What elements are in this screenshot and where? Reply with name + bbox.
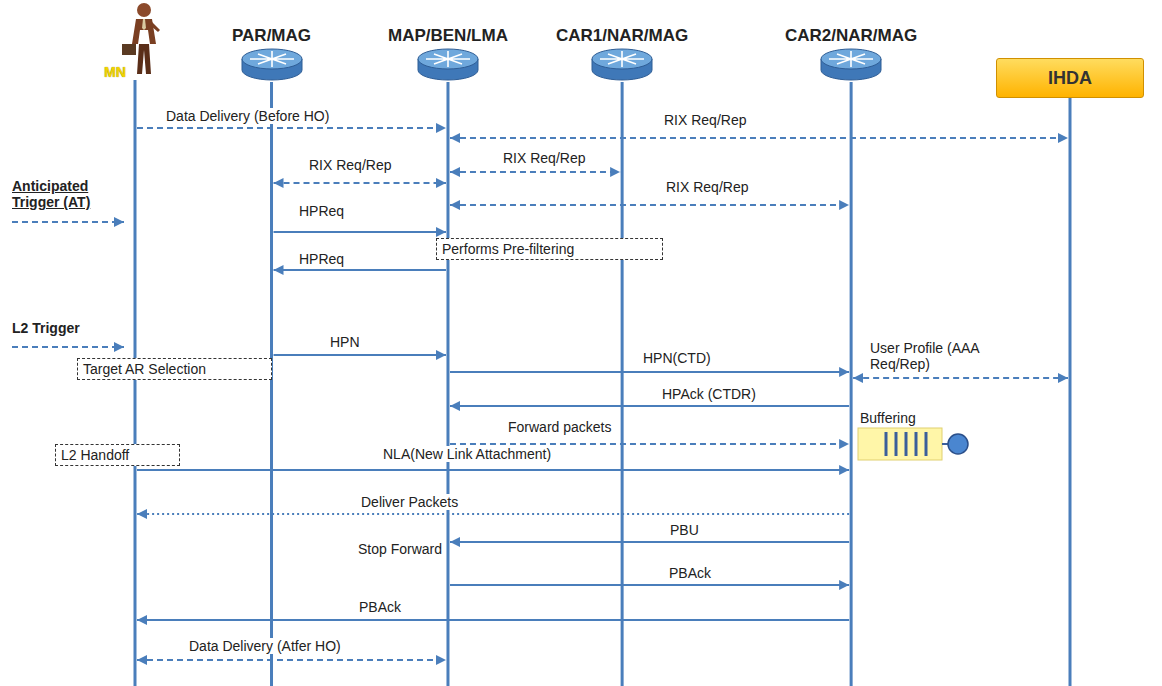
router-arrows xyxy=(250,51,294,67)
message-label: PBAck xyxy=(667,565,713,581)
node-label: MAP/BEN/LMA xyxy=(388,26,508,46)
person-tie xyxy=(142,19,146,30)
message-arrow xyxy=(450,204,849,206)
router-node: MAP/BEN/LMA xyxy=(388,26,508,82)
router-arrows xyxy=(426,51,470,67)
message-label: PBAck xyxy=(357,599,403,615)
message-arrow xyxy=(450,171,620,173)
person-legs xyxy=(137,44,151,74)
message-label: HPReq xyxy=(297,251,346,267)
node-label: PAR/MAG xyxy=(232,26,311,46)
message-label: HPReq xyxy=(297,203,346,219)
message-arrow xyxy=(274,269,446,271)
message-arrow xyxy=(137,127,446,129)
router-icon xyxy=(240,48,304,82)
router-top xyxy=(242,49,302,69)
message-label: HPN xyxy=(328,334,362,350)
person-head xyxy=(137,3,151,17)
router-arrows xyxy=(829,51,873,67)
router-node: CAR1/NAR/MAG xyxy=(556,26,688,82)
lifeline xyxy=(621,82,624,686)
dashed-process-box: Performs Pre-filtering xyxy=(436,238,663,260)
buffer-icon xyxy=(858,428,968,460)
lifeline xyxy=(134,80,137,686)
message-label: PBU xyxy=(668,522,701,538)
node-label: Target AR Selection xyxy=(83,361,206,377)
message-arrow xyxy=(853,377,1068,379)
message-label: Data Delivery (Before HO) xyxy=(164,108,331,124)
message-arrow xyxy=(450,443,849,445)
message-arrow xyxy=(274,354,446,356)
node-label: CAR2/NAR/MAG xyxy=(785,26,917,46)
dashed-process-box: Target AR Selection xyxy=(77,358,272,380)
message-label: Deliver Packets xyxy=(359,494,460,510)
message-label: Forward packets xyxy=(506,419,613,435)
annotation-label: Anticipated Trigger (AT) xyxy=(12,178,124,210)
message-arrow xyxy=(137,659,446,661)
router-node: CAR2/NAR/MAG xyxy=(785,26,917,82)
message-arrow xyxy=(274,231,446,233)
server-box: IHDA xyxy=(996,58,1144,98)
router-top xyxy=(821,49,881,69)
lifeline xyxy=(446,82,449,686)
router-top xyxy=(592,49,652,69)
node-label: CAR1/NAR/MAG xyxy=(556,26,688,46)
node-label: IHDA xyxy=(1048,68,1092,89)
message-arrow xyxy=(450,137,1068,139)
router-arrows xyxy=(600,51,644,67)
person-arm xyxy=(151,22,160,32)
lifeline xyxy=(850,82,853,686)
message-arrow xyxy=(274,182,446,184)
message-label: Data Delivery (Atfer HO) xyxy=(187,638,343,654)
message-arrow xyxy=(137,513,849,515)
router-icon xyxy=(416,48,480,82)
message-arrow xyxy=(137,469,849,471)
message-arrow xyxy=(450,541,849,543)
router-node: PAR/MAG xyxy=(232,26,311,82)
message-label: RIX Req/Rep xyxy=(664,179,750,195)
message-arrow xyxy=(450,405,849,407)
router-icon xyxy=(819,48,883,82)
annotation-label: Buffering xyxy=(860,410,916,426)
router-icon xyxy=(590,48,654,82)
trigger-arrow xyxy=(12,221,124,223)
message-label: RIX Req/Rep xyxy=(307,157,393,173)
node-label: MN xyxy=(104,64,126,80)
message-label: HPAck (CTDR) xyxy=(660,386,758,402)
briefcase xyxy=(122,44,136,55)
lifeline xyxy=(1069,98,1072,686)
message-label: HPN(CTD) xyxy=(641,350,713,366)
trigger-arrow xyxy=(12,346,124,348)
message-label: User Profile (AAA Req/Rep) xyxy=(868,340,1002,372)
message-arrow xyxy=(137,619,849,621)
annotation-label: Stop Forward xyxy=(358,541,442,557)
dashed-process-box: L2 Handoff xyxy=(55,444,180,466)
annotation-label: L2 Trigger xyxy=(12,320,80,336)
message-label: NLA(New Link Attachment) xyxy=(381,446,553,462)
message-arrow xyxy=(450,584,849,586)
node-label: L2 Handoff xyxy=(61,447,129,463)
node-label: Performs Pre-filtering xyxy=(442,241,574,257)
message-arrow xyxy=(450,371,849,373)
lifeline xyxy=(270,82,273,686)
mobile-node: MN xyxy=(100,0,170,80)
router-top xyxy=(418,49,478,69)
message-label: RIX Req/Rep xyxy=(662,112,748,128)
message-label: RIX Req/Rep xyxy=(501,150,587,166)
